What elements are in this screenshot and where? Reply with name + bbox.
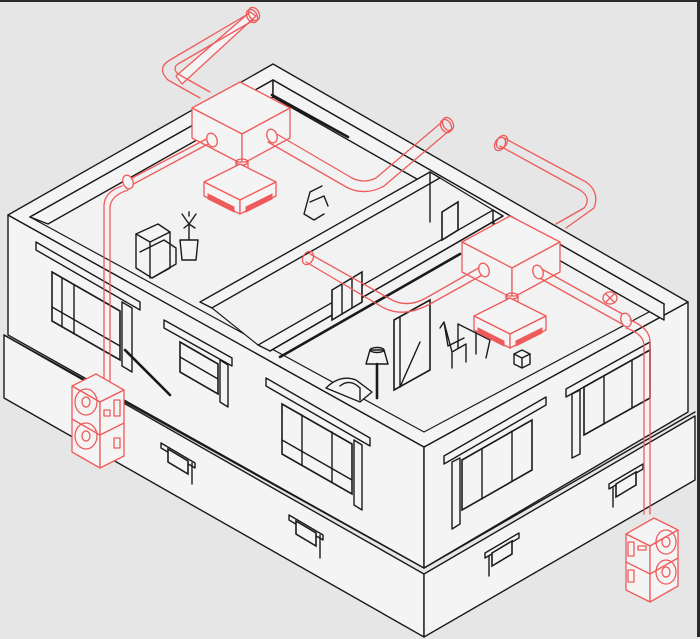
interior-partitions <box>199 171 504 359</box>
sofa <box>325 377 373 403</box>
duct-unit-right <box>301 134 651 515</box>
armchair <box>135 223 177 279</box>
door-right-room <box>393 298 431 392</box>
door-right-room-back <box>441 200 459 242</box>
basement-window <box>484 532 520 577</box>
basement-window <box>288 514 324 559</box>
outdoor-unit-left <box>71 373 125 469</box>
fan-icon <box>655 529 677 555</box>
door-middle <box>331 270 363 322</box>
fan-icon <box>655 559 677 585</box>
window-right-2 <box>565 341 651 459</box>
basement-window <box>608 463 644 508</box>
fan-icon <box>74 422 98 450</box>
duct-unit-left <box>103 6 455 389</box>
basement-window <box>160 442 196 485</box>
chair-left-room <box>303 185 329 221</box>
fan-icon <box>74 388 98 416</box>
potted-plant <box>179 211 199 261</box>
window-right-1 <box>443 396 547 530</box>
small-cube <box>513 349 531 369</box>
floor-lamp <box>365 346 389 400</box>
window-left-3 <box>265 377 371 511</box>
window-left-2 <box>163 319 233 408</box>
outdoor-unit-right <box>625 517 679 603</box>
dining-chairs <box>439 321 491 369</box>
